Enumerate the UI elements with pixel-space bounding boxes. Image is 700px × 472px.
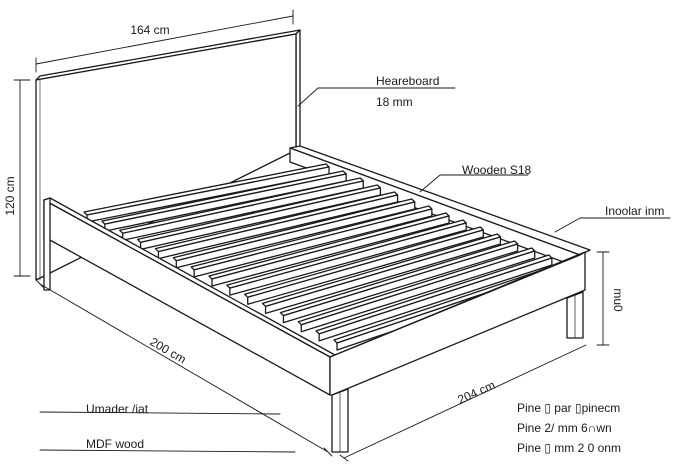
leg-height-label: mu0 bbox=[611, 288, 625, 312]
legend-line-3: Pine ▯ mm 2 0 onm bbox=[517, 441, 621, 455]
slat-edge bbox=[211, 215, 450, 287]
side-rail-near bbox=[43, 197, 336, 396]
headboard-width-label: 164 cm bbox=[130, 23, 169, 37]
foot-rail bbox=[329, 251, 586, 396]
legs bbox=[331, 291, 584, 453]
headboard-callout-title: Heareboard bbox=[376, 74, 439, 88]
side-callout: Wooden S18 bbox=[462, 163, 531, 177]
bottom-callout-lower: MDF wood bbox=[86, 437, 144, 451]
slat-edge bbox=[193, 208, 433, 278]
material-legend: Pine ▯ par ▯pinecm Pine 2/ mm 6∩wn Pine … bbox=[517, 401, 621, 455]
slat-edge bbox=[247, 229, 484, 305]
bottom-callout-upper: Umader /iat bbox=[86, 402, 149, 416]
side-rail-far bbox=[289, 145, 591, 269]
bed-width-label: 204 cm bbox=[456, 378, 498, 407]
slat-edge bbox=[282, 243, 519, 324]
headboard-callout-thickness: 18 mm bbox=[376, 95, 413, 109]
legend-line-2: Pine 2/ mm 6∩wn bbox=[517, 421, 612, 435]
leader-lines bbox=[39, 87, 671, 453]
legend-line-1: Pine ▯ par ▯pinecm bbox=[517, 401, 620, 415]
dimension-lines bbox=[13, 9, 610, 462]
slat-edge bbox=[229, 222, 467, 296]
rail-callout: Inoolar inm bbox=[605, 204, 664, 218]
slat-edge bbox=[264, 236, 502, 315]
slat-edge bbox=[300, 250, 536, 333]
headboard-height-label: 120 cm bbox=[3, 176, 17, 215]
